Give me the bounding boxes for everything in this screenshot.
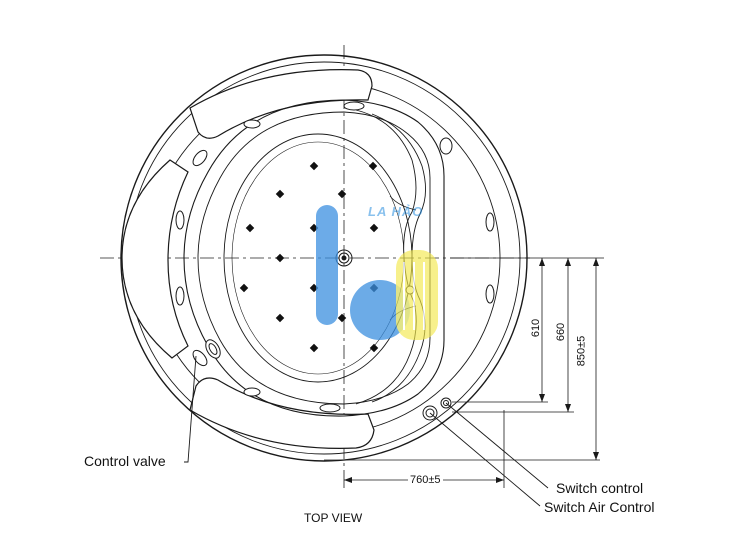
dimension-660: 660 xyxy=(555,322,568,342)
watermark-text: LA HẢO xyxy=(368,204,424,219)
dimension-850: 850±5 xyxy=(575,335,588,367)
dimension-arrows xyxy=(344,258,599,483)
air-jet-dot xyxy=(368,161,378,171)
air-jet-dot xyxy=(245,223,255,233)
air-jet-dot xyxy=(239,283,249,293)
air-jet-dot xyxy=(369,343,379,353)
air-jet-dot xyxy=(337,313,347,323)
control-valve xyxy=(205,339,221,359)
label-switch-control: Switch control xyxy=(556,480,644,496)
dimension-760: 760±5 xyxy=(408,474,443,486)
dimension-lines xyxy=(324,257,604,488)
pillow-top xyxy=(189,69,373,139)
side-jets xyxy=(175,101,495,413)
leader-lines xyxy=(184,355,549,507)
label-switch-air-control: Switch Air Control xyxy=(544,499,655,515)
air-jet-dot xyxy=(275,189,285,199)
watermark-logo xyxy=(316,205,438,340)
air-jet-dot xyxy=(369,223,379,233)
pillow-left xyxy=(121,159,189,359)
air-jet-dot xyxy=(309,161,319,171)
air-jet-dot xyxy=(275,313,285,323)
air-jet-dot xyxy=(309,343,319,353)
headrest-pillows xyxy=(121,69,375,449)
air-jet-dot xyxy=(337,189,347,199)
dimension-610: 610 xyxy=(530,318,543,338)
label-control-valve: Control valve xyxy=(84,453,166,469)
air-jet-dot xyxy=(275,253,285,263)
pillow-bottom xyxy=(189,377,375,449)
view-title: TOP VIEW xyxy=(304,511,363,525)
